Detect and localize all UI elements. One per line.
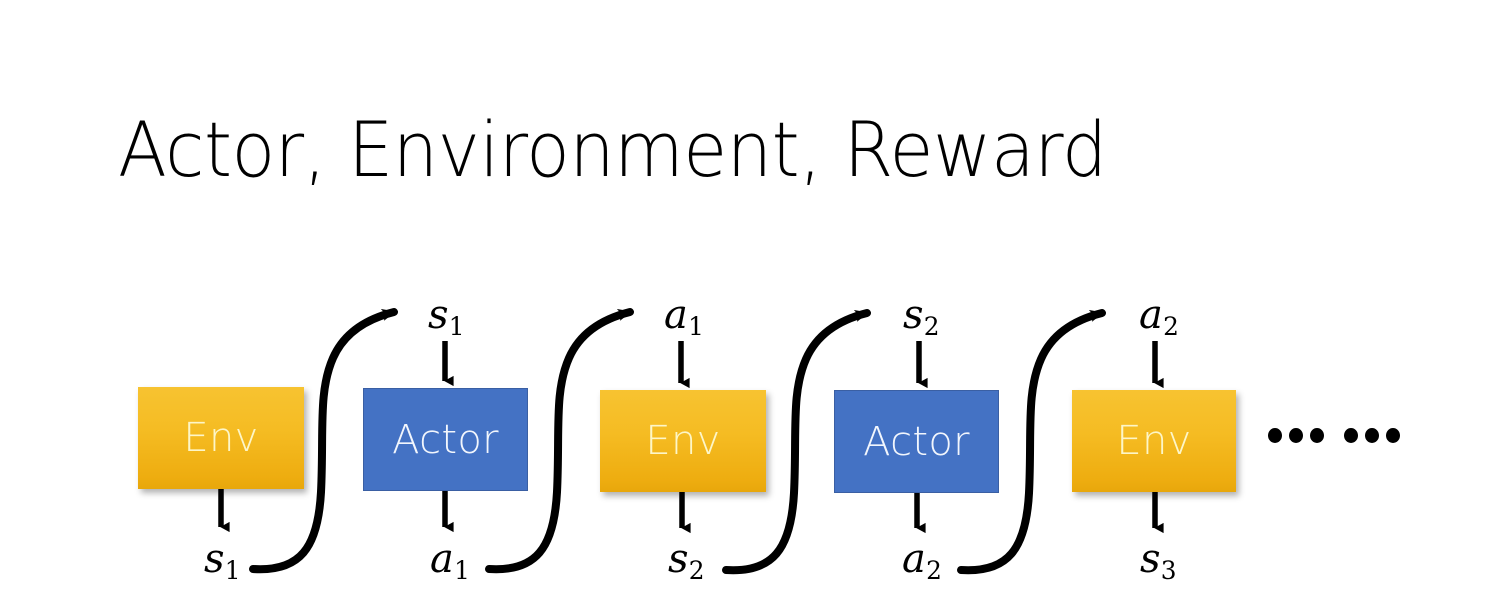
- curve-a2-feedback: [957, 309, 1106, 575]
- ellipsis-dot: [1344, 428, 1358, 443]
- ellipsis-dot: [1289, 428, 1303, 443]
- ellipsis-icon: [1268, 428, 1400, 443]
- label-top-s1: s1: [428, 292, 465, 342]
- label-bottom-s2: s2: [668, 536, 705, 586]
- node-env-1[interactable]: Env: [138, 387, 304, 489]
- page-title: Actor, Environment, Reward: [118, 105, 1107, 194]
- curve-s1-feedback: [249, 308, 398, 574]
- label-bottom-a2: a2: [902, 536, 942, 586]
- down-arrows-into-nodes: [442, 341, 1164, 389]
- node-actor-1[interactable]: Actor: [363, 388, 528, 491]
- label-bottom-a1: a1: [430, 536, 470, 586]
- label-top-a2: a2: [1139, 292, 1179, 342]
- node-actor-2[interactable]: Actor: [834, 390, 999, 493]
- label-bottom-s3: s3: [1140, 536, 1177, 586]
- ellipsis-dot: [1365, 428, 1379, 443]
- ellipsis-dot: [1310, 428, 1324, 443]
- feedback-curves: [249, 308, 1106, 575]
- label-top-a1: a1: [664, 292, 704, 342]
- node-env-3[interactable]: Env: [1072, 390, 1236, 492]
- label-bottom-s1: s1: [204, 536, 241, 586]
- label-top-s2: s2: [903, 292, 940, 342]
- ellipsis-dot: [1268, 428, 1282, 443]
- down-arrows-out-of-nodes: [218, 489, 1164, 534]
- node-env-2[interactable]: Env: [600, 390, 766, 492]
- ellipsis-dot: [1386, 428, 1400, 443]
- curve-a1-feedback: [485, 308, 634, 574]
- curve-s2-feedback: [722, 309, 871, 575]
